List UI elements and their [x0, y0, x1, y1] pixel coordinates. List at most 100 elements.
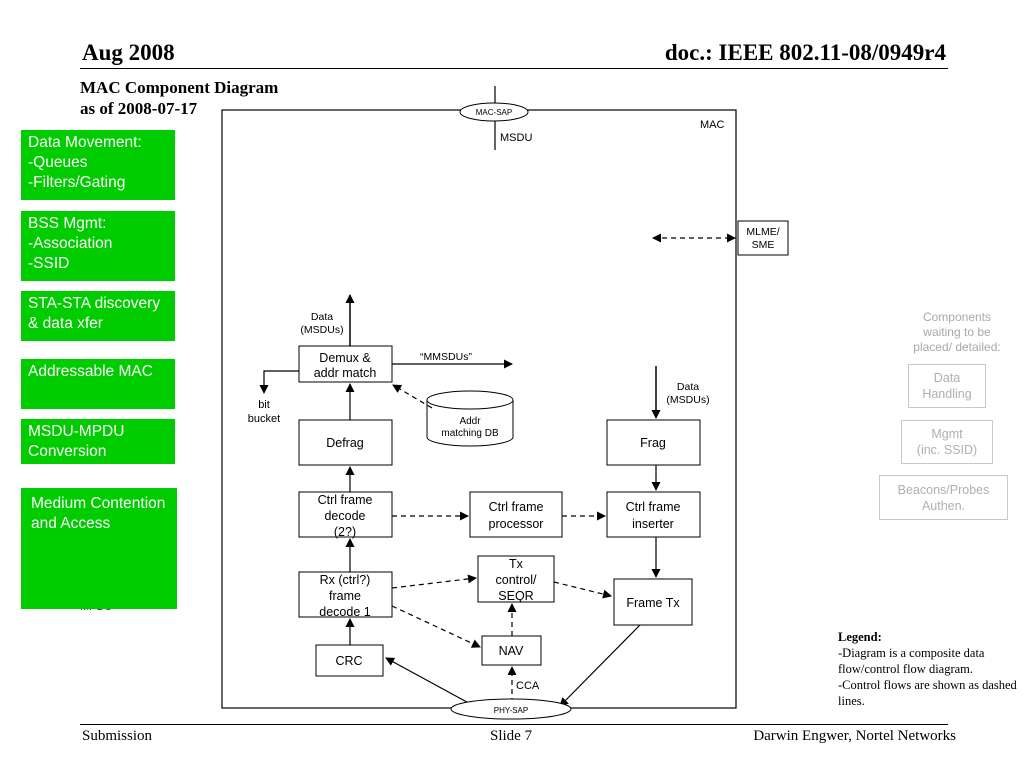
ctrl-decode-label-1: Ctrl frame: [318, 493, 373, 507]
frame-tx-label: Frame Tx: [626, 596, 680, 610]
green-box-line: -Filters/Gating: [28, 174, 126, 191]
frametx-to-phy-arrow: [559, 624, 641, 707]
addr-db-cylinder: [426, 390, 514, 447]
mlme-label-1: MLME/: [746, 226, 779, 238]
green-box-addressable-mac: Addressable MAC: [21, 359, 175, 409]
waiting-box-line: Handling: [922, 387, 972, 401]
waiting-box-beacons: Beacons/Probes Authen.: [879, 475, 1008, 520]
footer-submission: Submission: [82, 728, 153, 744]
header-date: Aug 2008: [82, 40, 175, 65]
header-doc-id: doc.: IEEE 802.11-08/0949r4: [664, 40, 946, 65]
frame-tx-box: [613, 578, 693, 626]
phy-sap-label: PHY-SAP: [494, 706, 528, 715]
phy-sap-ellipse: [450, 698, 572, 720]
ctrl-decode-label-3: (2?): [334, 525, 356, 539]
data-up-label-1: Data: [311, 311, 333, 323]
green-box-line: -Queues: [28, 154, 88, 171]
green-box-line: and Access: [31, 515, 111, 532]
green-box-line: -Association: [28, 235, 113, 252]
defrag-box: [298, 419, 393, 466]
crc-label: CRC: [335, 654, 362, 668]
waiting-title-line: placed/ detailed:: [913, 340, 1001, 354]
ctrl-inserter-label-1: Ctrl frame: [626, 500, 681, 514]
green-box-line: Conversion: [28, 443, 107, 460]
frag-box: [606, 419, 701, 466]
tx-control-label-1: Tx: [509, 557, 524, 571]
green-box-line: & data xfer: [28, 315, 103, 332]
legend-item: -Control flows are shown as dashed lines…: [838, 678, 1017, 708]
green-box-data-movement: Data Movement: -Queues -Filters/Gating: [21, 130, 175, 200]
slide-title-line1: MAC Component Diagram: [80, 78, 279, 97]
addr-db-label-2: matching DB: [441, 428, 499, 439]
slide-title: MAC Component Diagram as of 2008-07-17: [80, 77, 278, 119]
green-box-line: STA-STA discovery: [28, 295, 161, 312]
bit-bucket-label-1: bit: [258, 399, 270, 411]
msdu-label: MSDU: [500, 132, 532, 144]
data-down-label-2: (MSDUs): [666, 394, 709, 406]
slide-title-line2: as of 2008-07-17: [80, 99, 198, 118]
waiting-box-line: Mgmt: [931, 427, 963, 441]
legend-title: Legend:: [838, 630, 882, 644]
addr-db-label-1: Addr: [459, 416, 481, 427]
rx-decode-box: [298, 571, 393, 618]
addr-db-dashed-arrow: [392, 384, 433, 409]
rx-decode-label-3: decode 1: [319, 605, 370, 619]
txctrl-to-frametx-dashed: [553, 581, 612, 599]
footer-author: Darwin Engwer, Nortel Networks: [753, 728, 956, 744]
waiting-title-line: waiting to be: [923, 325, 991, 339]
demux-label-2: addr match: [314, 366, 377, 380]
tx-control-box: [477, 555, 555, 603]
mlme-label-2: SME: [752, 239, 775, 251]
crc-box: [315, 644, 384, 677]
tx-control-label-2: control/: [496, 573, 538, 587]
nav-label: NAV: [499, 644, 524, 658]
ctrl-decode-box: [298, 491, 393, 538]
footer-divider: [80, 724, 948, 725]
legend: Legend: -Diagram is a composite data flo…: [838, 629, 1018, 709]
data-down-label-1: Data: [677, 381, 699, 393]
mac-label: MAC: [700, 119, 725, 131]
bit-bucket-arrow: [259, 370, 299, 394]
mac-sap-ellipse: [459, 102, 529, 122]
ctrl-processor-label-2: processor: [489, 517, 544, 531]
footer-slide-number: Slide 7: [490, 728, 533, 744]
green-box-sta-discovery: STA-STA discovery & data xfer: [21, 291, 175, 341]
green-box-line: BSS Mgmt:: [28, 215, 107, 232]
waiting-box-line: Data: [933, 371, 961, 385]
ctrl-decode-label-2: decode: [324, 509, 365, 523]
rx-decode-label-2: frame: [329, 589, 361, 603]
green-box-msdu-mpdu: MSDU-MPDU Conversion: [21, 419, 175, 464]
rx-to-txctrl-dashed: [391, 574, 477, 589]
legend-item: -Diagram is a composite data flow/contro…: [838, 646, 985, 676]
rx-to-nav-dashed: [391, 605, 481, 648]
waiting-box-line: (inc. SSID): [916, 443, 978, 457]
demux-label-1: Demux &: [319, 351, 371, 365]
green-box-line: MSDU-MPDU: [28, 423, 125, 440]
green-box-medium-contention: Medium Contention and Access: [21, 488, 177, 609]
tx-control-label-3: SEQR: [498, 589, 533, 603]
mac-sap-label: MAC-SAP: [476, 108, 512, 117]
waiting-box-line: Authen.: [921, 498, 966, 513]
frag-label: Frag: [640, 436, 666, 450]
bit-bucket-label-2: bucket: [248, 413, 280, 425]
mlme-sme-box: [737, 220, 789, 256]
green-box-line: Medium Contention: [31, 495, 166, 512]
waiting-box-line: Beacons/Probes: [897, 482, 990, 497]
mmsdus-label: “MMSDUs”: [420, 351, 472, 363]
phy-to-crc-arrow: [385, 657, 477, 708]
ctrl-inserter-label-2: inserter: [632, 517, 674, 531]
data-up-label-2: (MSDUs): [300, 324, 343, 336]
green-box-line: Data Movement:: [28, 134, 142, 151]
green-box-line: Addressable MAC: [28, 363, 153, 380]
waiting-box-data-handling: Data Handling: [908, 364, 986, 408]
green-box-bss-mgmt: BSS Mgmt: -Association -SSID: [21, 211, 175, 281]
ctrl-inserter-box: [606, 491, 701, 538]
waiting-title-line: Components: [922, 310, 992, 324]
waiting-components-title: Components waiting to be placed/ detaile…: [905, 310, 1009, 355]
nav-box: [481, 635, 542, 666]
defrag-label: Defrag: [326, 436, 364, 450]
ctrl-processor-label-1: Ctrl frame: [489, 500, 544, 514]
header-divider: [80, 68, 948, 69]
demux-box: [298, 345, 393, 383]
